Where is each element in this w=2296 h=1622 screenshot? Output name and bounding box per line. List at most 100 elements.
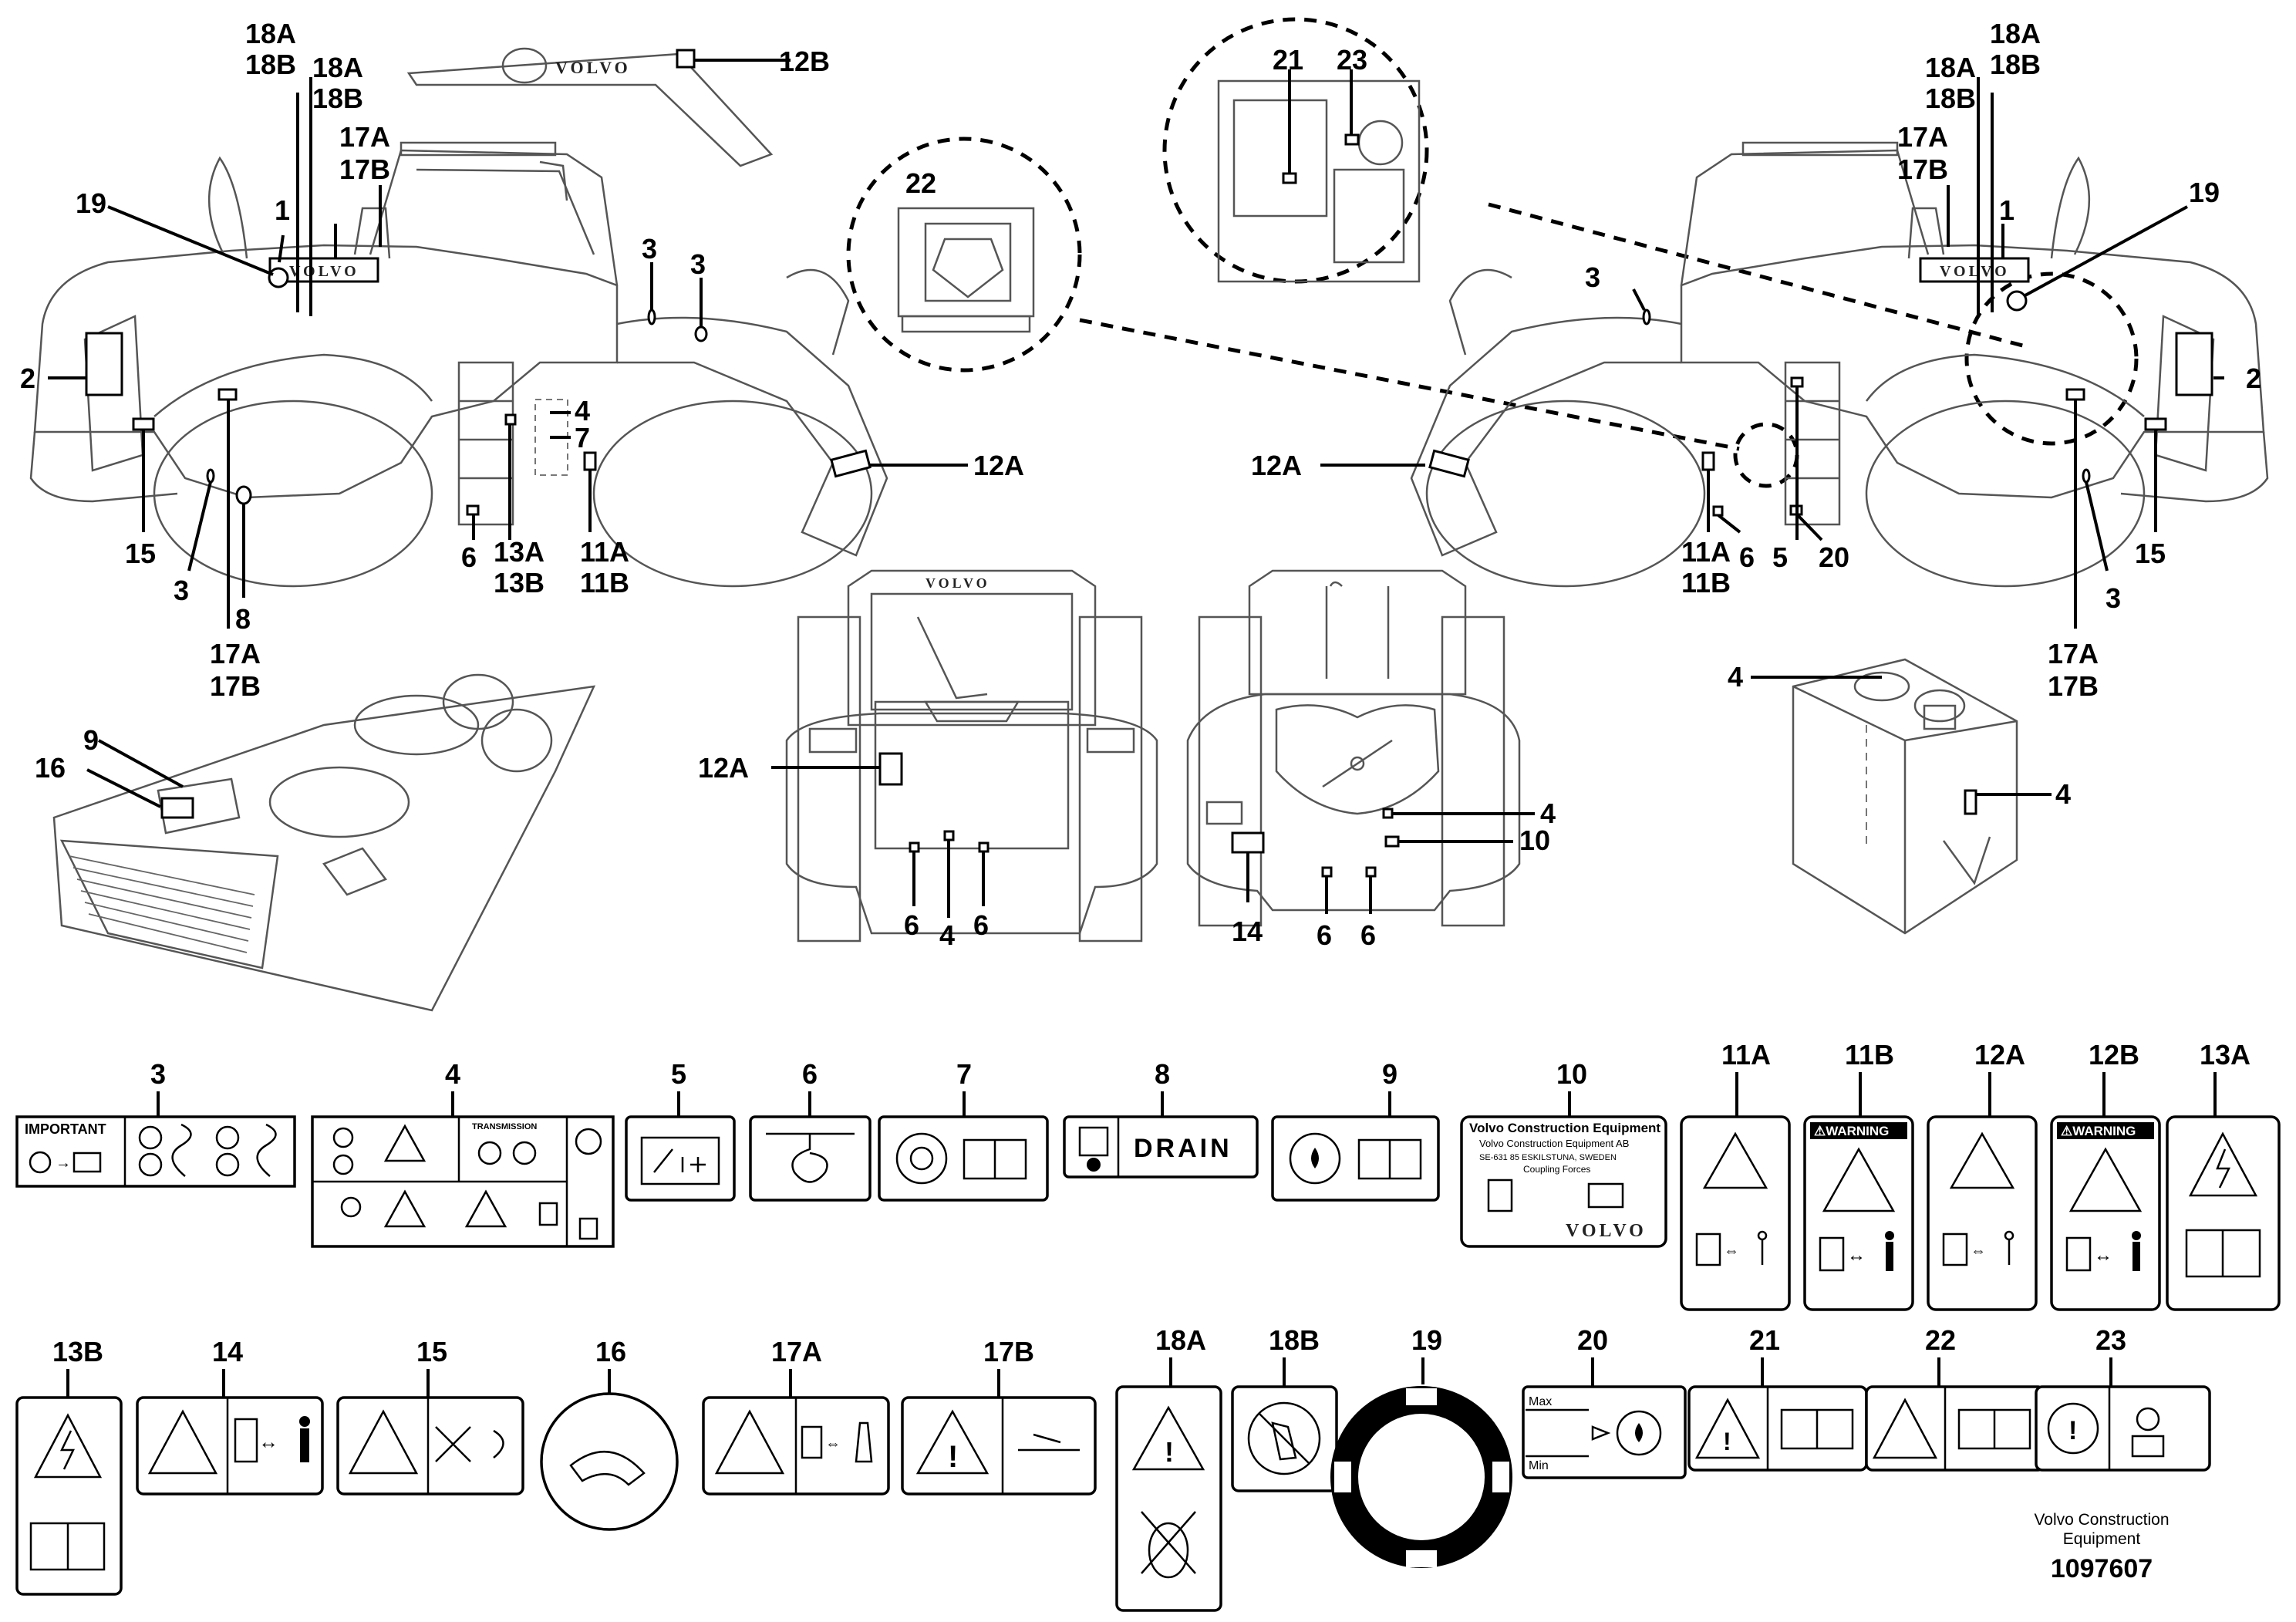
callout-17a-right-1: 17A (1897, 121, 1948, 153)
decal-8: 8 DRAIN (1063, 1058, 1259, 1179)
svg-text:16: 16 (595, 1336, 626, 1367)
decal-8-drain-text: DRAIN (1134, 1134, 1232, 1163)
decal-catalog-row-2: 13B 14 ↔ 15 (15, 1324, 2211, 1612)
decal-6-left-marker (466, 504, 480, 516)
svg-text:9: 9 (1382, 1058, 1397, 1090)
svg-text:13A: 13A (2200, 1039, 2250, 1071)
callout-13b-left: 13B (494, 567, 544, 599)
decal-13-left-marker (504, 413, 517, 426)
decal-11b-warning: ⚠WARNING (1814, 1124, 1889, 1138)
svg-text:17A: 17A (771, 1336, 822, 1367)
decal-20: 20 Max Min (1522, 1324, 1687, 1479)
svg-text:↔: ↔ (1847, 1245, 1866, 1266)
engine-compartment-view (52, 673, 596, 1012)
callout-17a-left-1: 17A (339, 121, 390, 153)
callout-12a-left: 12A (973, 450, 1024, 481)
callout-20-right: 20 (1819, 541, 1849, 573)
callout-16: 16 (35, 752, 66, 784)
decal-12b-top-marker (676, 49, 696, 69)
callout-13a-left: 13A (494, 536, 544, 568)
svg-text:7: 7 (956, 1058, 972, 1090)
callout-3-left-2: 3 (690, 248, 706, 280)
svg-text:↔: ↔ (2094, 1245, 2112, 1266)
callout-17b-left-1: 17B (339, 153, 390, 185)
hydraulic-tank-view (1792, 658, 2018, 935)
callout-4-left: 4 (575, 395, 590, 427)
svg-text:↔: ↔ (258, 1430, 278, 1453)
leader-lines-tank (1751, 676, 2052, 796)
callout-7-left: 7 (575, 422, 590, 454)
decal-4: 4 TRANSMISSION (311, 1058, 615, 1248)
decal-10: 10 Volvo Construction Equipment Volvo Co… (1460, 1058, 1667, 1248)
svg-text:20: 20 (1577, 1324, 1608, 1356)
callouts-rear: 4 10 14 6 6 (1232, 798, 1556, 951)
decal-21: 21 ! (1687, 1324, 1868, 1472)
decal-3: 3 IMPORTANT → (15, 1058, 296, 1188)
decal-19-left-marker (268, 267, 289, 288)
svg-text:12B: 12B (2089, 1039, 2139, 1071)
callout-18a-left-1: 18A (245, 18, 296, 49)
leader-lines-engine (86, 739, 184, 808)
callout-9: 9 (83, 724, 99, 756)
svg-text:3: 3 (150, 1058, 166, 1090)
svg-text:⇔: ⇔ (1971, 1243, 1986, 1259)
title-block: Volvo Construction Equipment 1097607 (2034, 1511, 2169, 1583)
callout-11a-left: 11A (580, 536, 629, 568)
callout-3-right-1: 3 (1585, 261, 1600, 293)
callout-11a-right: 11A (1681, 536, 1731, 568)
decal-11-left-marker (583, 451, 597, 471)
callout-18a-right-1: 18A (1990, 18, 2041, 49)
decal-4-transmission-text: TRANSMISSION (472, 1122, 537, 1131)
svg-text:8: 8 (1155, 1058, 1170, 1090)
decal-6: 6 (749, 1058, 872, 1202)
decal-18a: 18A ! (1115, 1324, 1222, 1612)
svg-text:!: ! (1165, 1436, 1174, 1468)
decal-20-min: Min (1529, 1459, 1549, 1472)
decal-7: 7 (878, 1058, 1049, 1202)
callout-6-rear-2: 6 (1360, 919, 1376, 951)
callout-19-right: 19 (2189, 177, 2220, 208)
callouts-front: 12A 6 4 6 (698, 752, 989, 951)
callout-5-right: 5 (1772, 541, 1788, 573)
callout-6-left: 6 (461, 541, 477, 573)
svg-text:18B: 18B (1269, 1324, 1320, 1356)
svg-text:VOLVO: VOLVO (925, 575, 990, 591)
callout-14-rear: 14 (1232, 916, 1263, 947)
decal-17a-left-marker (217, 388, 238, 401)
callout-4-rear: 4 (1540, 798, 1556, 829)
decal-2-right-marker (2175, 332, 2213, 396)
decal-1-right-plate (1919, 257, 2030, 283)
callout-17a-left-2: 17A (210, 638, 261, 669)
svg-text:19: 19 (1411, 1324, 1442, 1356)
svg-text:21: 21 (1749, 1324, 1780, 1356)
decal-13b: 13B (15, 1336, 123, 1596)
leader-lines-rear (1246, 812, 1535, 914)
svg-text:!: ! (2068, 1416, 2077, 1445)
detail-locator-large (1964, 271, 2139, 446)
leader-lines-right (1320, 77, 2224, 629)
decal-19: 19 (1330, 1324, 1512, 1568)
leader-lines-left (48, 59, 968, 629)
decal-20-max: Max (1529, 1395, 1552, 1408)
footer-drawing-number: 1097607 (2051, 1554, 2153, 1583)
decal-12b-warning: ⚠WARNING (2061, 1124, 2136, 1138)
decal-10-address: SE-631 85 ESKILSTUNA, SWEDEN (1479, 1153, 1617, 1162)
callout-3-left-3: 3 (174, 575, 189, 606)
svg-text:23: 23 (2095, 1324, 2126, 1356)
detail-locator-small (1733, 422, 1799, 488)
decal-15: 15 (336, 1336, 524, 1496)
leader-lines-front (771, 766, 985, 918)
callout-4-front: 4 (939, 919, 955, 951)
footer-company-line-1: Volvo Construction (2034, 1511, 2169, 1529)
callout-23: 23 (1337, 44, 1367, 76)
decal-18b: 18B (1231, 1324, 1338, 1492)
footer-company-line-2: Equipment (2063, 1530, 2141, 1548)
decal-11b: 11B ⚠WARNING ↔ (1803, 1039, 1914, 1311)
svg-text:⇔: ⇔ (825, 1435, 841, 1452)
decal-23: 23 ! (2035, 1324, 2211, 1472)
decal-14-rear-marker (1231, 831, 1265, 854)
svg-text:!: ! (1723, 1428, 1731, 1455)
callout-4-tank-2: 4 (2055, 778, 2071, 810)
decal-15-left-marker (132, 417, 155, 431)
callout-6-rear-1: 6 (1317, 919, 1332, 951)
